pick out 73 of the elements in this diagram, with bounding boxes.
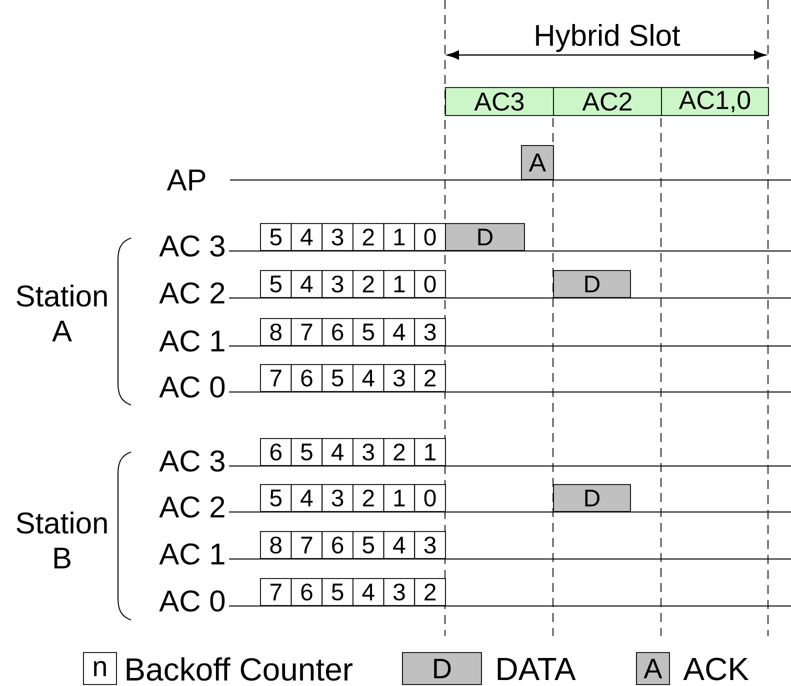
counter-cell: 5 xyxy=(352,318,384,346)
counter-cell: 3 xyxy=(414,531,446,559)
slot-box: AC1,0 xyxy=(661,87,769,116)
row-label: AC 2 xyxy=(159,282,224,304)
counter-cell: 2 xyxy=(414,578,446,606)
counter-cell: 3 xyxy=(322,223,354,251)
counter-cell: 5 xyxy=(322,578,354,606)
counter-cell: 8 xyxy=(260,531,292,559)
row-label: AP xyxy=(166,170,206,190)
counter-cell: 1 xyxy=(383,223,416,251)
counter-cell: 7 xyxy=(290,531,323,559)
counter-cell: 4 xyxy=(290,223,323,251)
slot-box: AC3 xyxy=(445,87,554,116)
counter-cell: 5 xyxy=(260,270,292,298)
counter-cell: 5 xyxy=(260,484,292,512)
counter-cell: 5 xyxy=(260,223,292,251)
counter-cell: 5 xyxy=(352,531,384,559)
counter-cell: 3 xyxy=(352,438,384,466)
counter-cell: 1 xyxy=(383,484,416,512)
counter-cell: 1 xyxy=(383,270,416,298)
row-label: AC 0 xyxy=(159,590,225,612)
counter-cell: 0 xyxy=(414,484,446,512)
counter-cell: 8 xyxy=(260,318,292,346)
counter-cell: 2 xyxy=(352,223,384,251)
counter-cell: 7 xyxy=(260,578,292,606)
row-label: AC 0 xyxy=(159,376,225,398)
counter-cell: 3 xyxy=(383,578,416,606)
counter-cell: 4 xyxy=(352,578,384,606)
station-label: Station A xyxy=(16,284,107,342)
counter-cell: 6 xyxy=(260,438,292,466)
row-label: AC 3 xyxy=(159,450,224,472)
row-label: AC 3 xyxy=(159,235,224,257)
legend-text: Backoff Counter xyxy=(126,657,352,681)
legend-sample: D xyxy=(402,652,482,685)
counter-cell: 2 xyxy=(352,270,384,298)
counter-cell: 6 xyxy=(290,364,323,392)
row-label: AC 1 xyxy=(159,330,224,352)
counter-cell: 7 xyxy=(260,364,292,392)
legend-text: DATA xyxy=(498,658,576,680)
counter-cell: 4 xyxy=(383,318,416,346)
counter-cell: 6 xyxy=(290,578,323,606)
counter-cell: 5 xyxy=(290,438,323,466)
counter-cell: 4 xyxy=(290,484,323,512)
counter-cell: 4 xyxy=(290,270,323,298)
data-box: D xyxy=(553,484,631,512)
row-label: AC 2 xyxy=(159,496,224,518)
counter-cell: 4 xyxy=(383,531,416,559)
dimension-label: Hybrid Slot xyxy=(536,24,680,52)
counter-cell: 1 xyxy=(414,438,446,466)
counter-cell: 0 xyxy=(414,270,446,298)
counter-cell: 4 xyxy=(322,438,354,466)
counter-cell: 3 xyxy=(383,364,416,392)
counter-cell: 6 xyxy=(322,531,354,559)
legend-sample: n xyxy=(83,652,117,685)
data-box: D xyxy=(553,270,631,298)
counter-cell: 3 xyxy=(322,484,354,512)
station-label: Station B xyxy=(16,512,107,568)
counter-cell: 3 xyxy=(322,270,354,298)
row-label: AC 1 xyxy=(159,543,224,565)
counter-cell: 3 xyxy=(414,318,446,346)
counter-cell: 0 xyxy=(414,223,446,251)
counter-cell: 5 xyxy=(322,364,354,392)
counter-cell: 2 xyxy=(352,484,384,512)
ack-box: A xyxy=(521,145,554,180)
counter-cell: 2 xyxy=(383,438,416,466)
legend-sample: A xyxy=(636,652,670,685)
slot-box: AC2 xyxy=(553,87,662,116)
counter-cell: 2 xyxy=(414,364,446,392)
legend-text: ACK xyxy=(683,658,749,680)
counter-cell: 4 xyxy=(352,364,384,392)
counter-cell: 6 xyxy=(322,318,354,346)
data-box: D xyxy=(445,223,525,251)
counter-cell: 7 xyxy=(290,318,323,346)
